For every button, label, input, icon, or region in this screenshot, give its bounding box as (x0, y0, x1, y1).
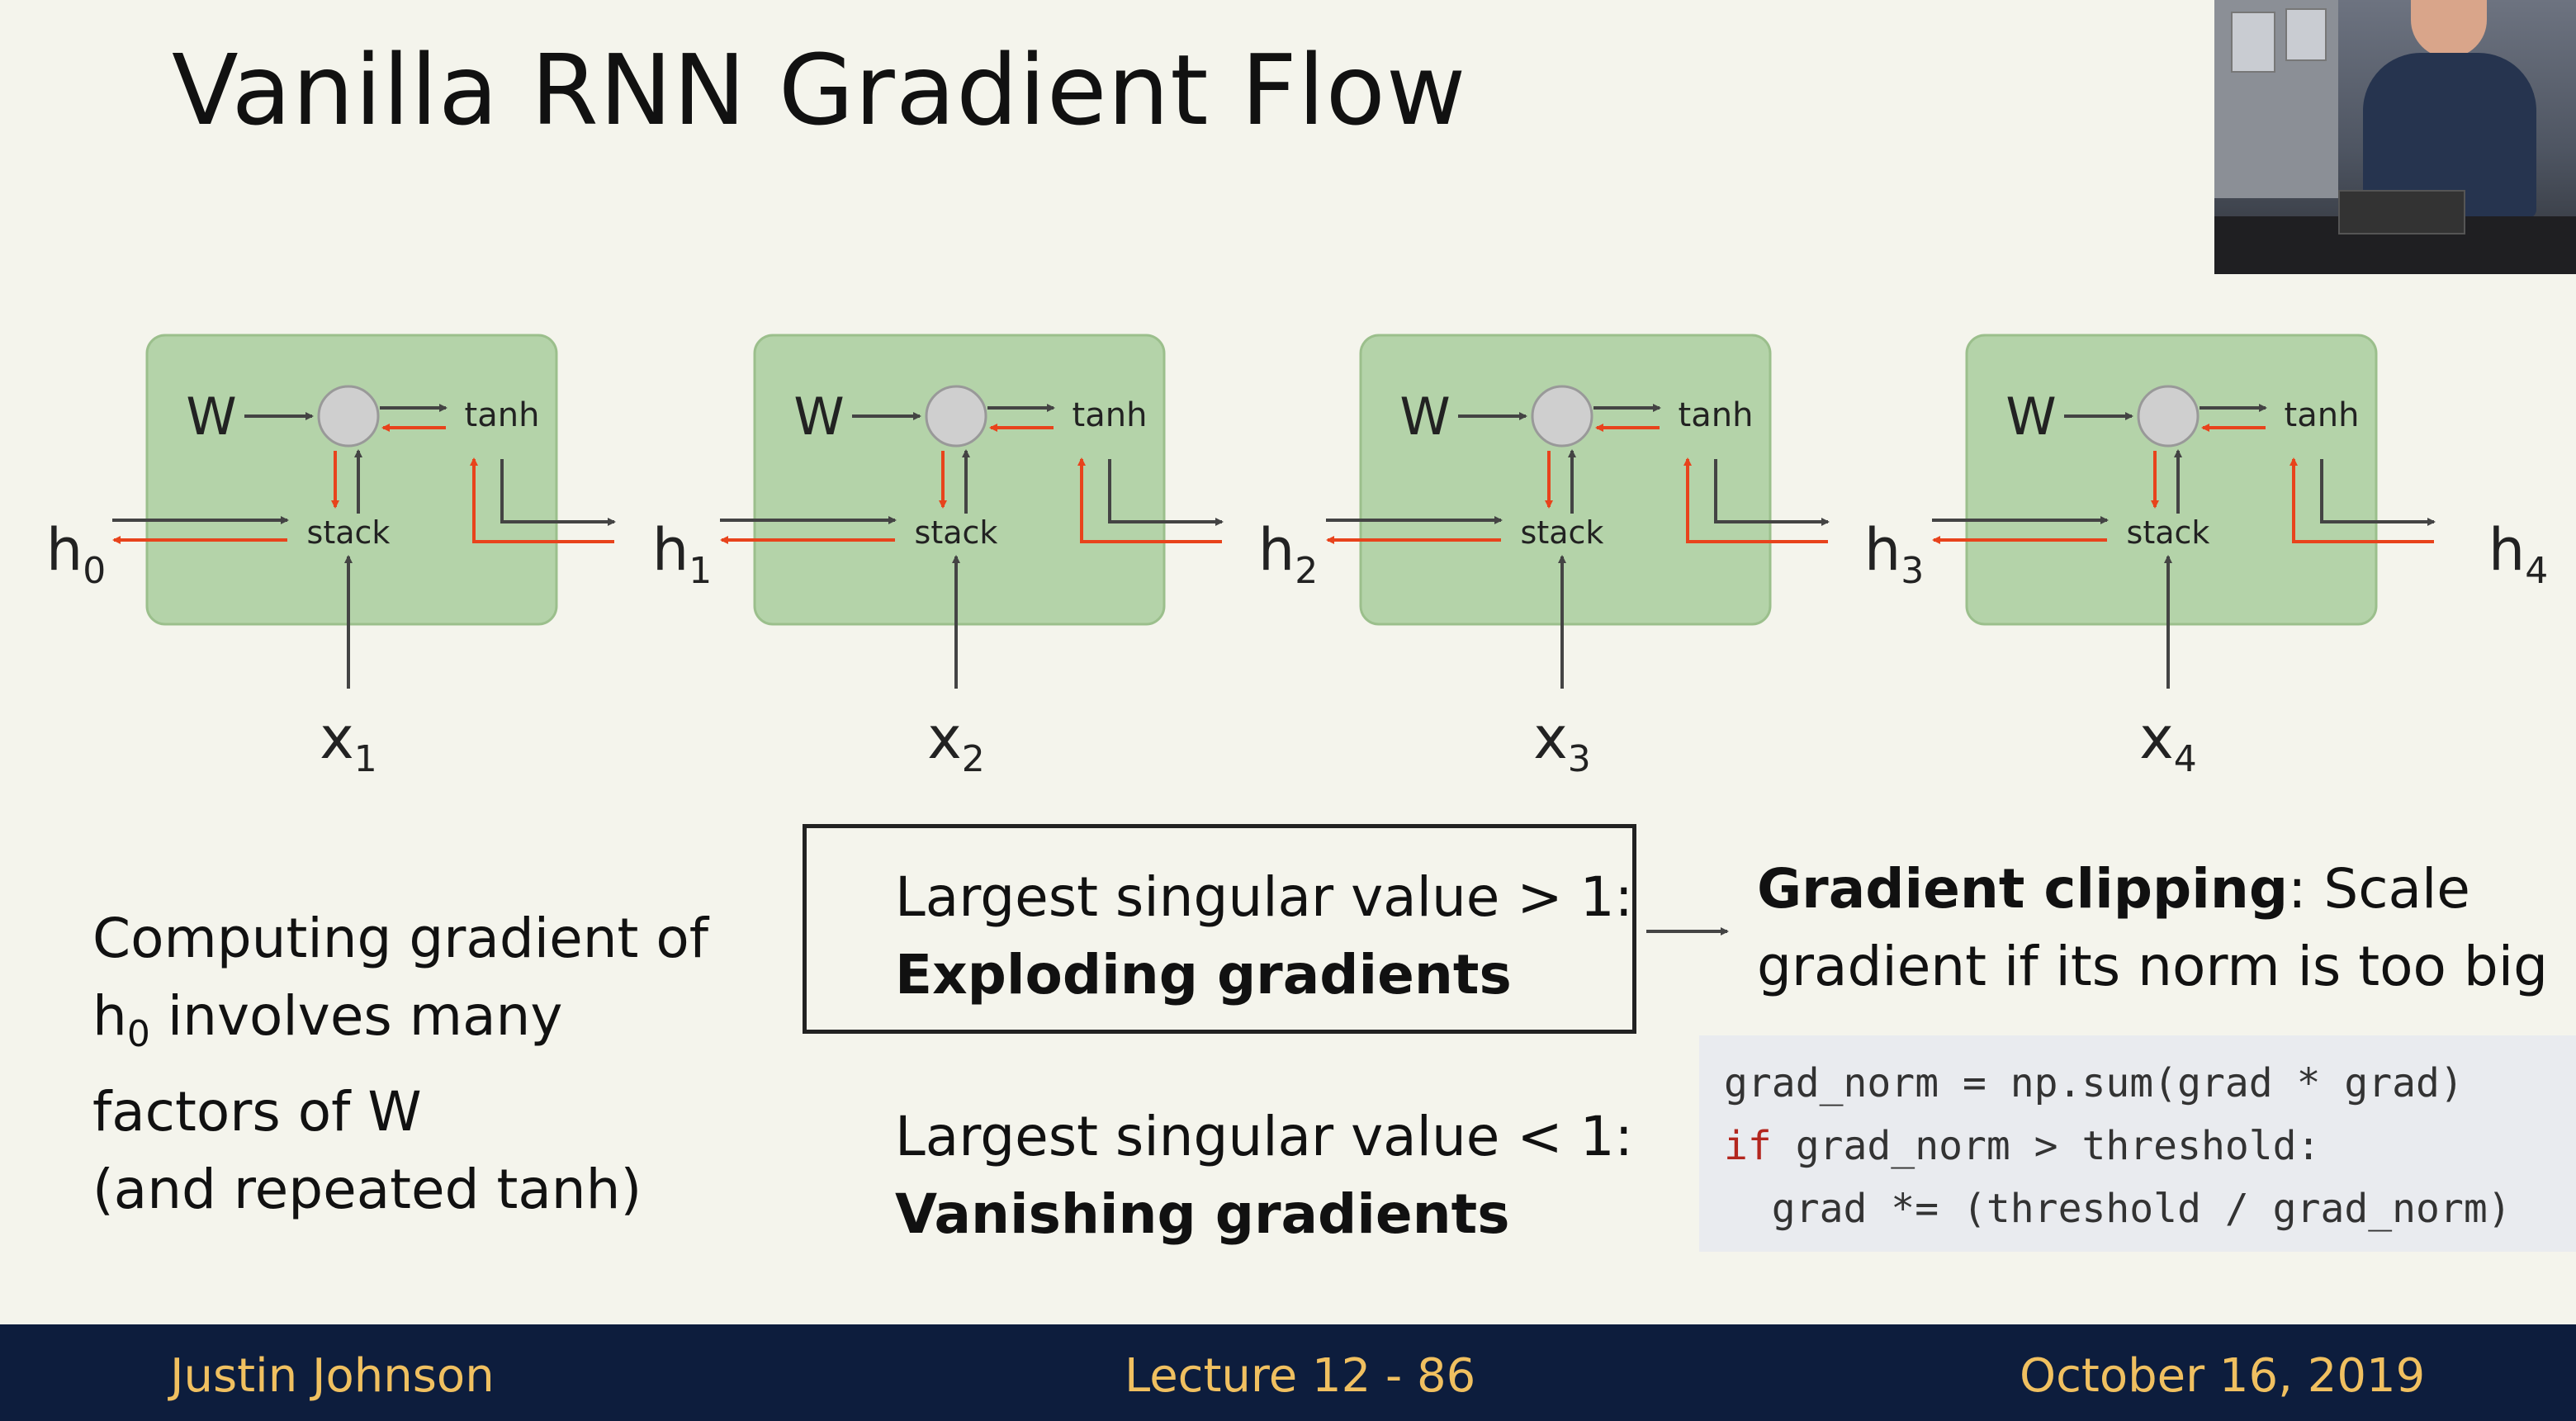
slide-title: Vanilla RNN Gradient Flow (172, 33, 1467, 147)
hidden-state-h2: h2 (1258, 516, 1318, 592)
code-line-2-rest: grad_norm > threshold: (1771, 1123, 2321, 1169)
hidden-state-h3: h3 (1864, 516, 1924, 592)
clipping-line-1-rest: : Scale (2288, 857, 2470, 921)
tanh-backward-arrow (1683, 457, 1828, 543)
explanation-line-3: factors of W (92, 1080, 422, 1144)
tanh-backward-arrow (2290, 457, 2434, 543)
presenter-webcam (2214, 0, 2576, 274)
webcam-poster (2231, 12, 2275, 73)
weight-label: W (186, 386, 236, 447)
h0-subscript: 0 (126, 1013, 150, 1056)
matmul-node (317, 385, 380, 448)
footer-date: October 16, 2019 (2020, 1349, 2426, 1403)
hidden-state-h1: h1 (652, 516, 712, 592)
explanation-line-2: h0 involves many (92, 978, 708, 1073)
stack-label: stack (1521, 514, 1604, 551)
clipping-line-1: Gradient clipping: Scale (1757, 850, 2548, 928)
input-label-x2: x2 (927, 704, 984, 776)
gradient-explanation: Computing gradient of h0 involves many f… (92, 900, 708, 1229)
explanation-line-1: Computing gradient of (92, 907, 709, 970)
stack-label: stack (2127, 514, 2210, 551)
exploding-text: Largest singular value > 1: Exploding gr… (895, 859, 1633, 1014)
hidden-state-h4: h4 (2488, 516, 2548, 592)
clipping-arrow (1646, 927, 1729, 935)
code-keyword-if: if (1724, 1123, 1772, 1169)
cell-box (1359, 334, 1772, 626)
tanh-label: tanh (465, 396, 540, 434)
weight-label: W (1399, 386, 1450, 447)
webcam-laptop (2338, 190, 2465, 234)
weight-label: W (2005, 386, 2056, 447)
webcam-poster (2285, 8, 2327, 61)
tanh-label: tanh (2285, 396, 2360, 434)
tanh-output-arrow (1108, 459, 1224, 526)
weight-label: W (793, 386, 844, 447)
cell-box (145, 334, 558, 626)
tanh-output-arrow (2320, 459, 2436, 526)
matmul-node (2137, 385, 2200, 448)
code-line-1: grad_norm = np.sum(grad * grad) (1724, 1060, 2464, 1106)
clipping-term: Gradient clipping (1757, 857, 2289, 921)
vanishing-label: Vanishing gradients (895, 1182, 1510, 1246)
exploding-label: Exploding gradients (895, 943, 1512, 1007)
vanishing-condition: Largest singular value < 1: (895, 1105, 1633, 1168)
footer-author: Justin Johnson (170, 1349, 495, 1403)
footer-bar: Justin Johnson Lecture 12 - 86 October 1… (0, 1324, 2576, 1421)
tanh-backward-arrow (470, 457, 614, 543)
explanation-line-2-rest: involves many (149, 984, 563, 1048)
stack-label: stack (307, 514, 391, 551)
tanh-label: tanh (1073, 396, 1148, 434)
cell-box (1965, 334, 2378, 626)
code-line-3: grad *= (threshold / grad_norm) (1724, 1186, 2512, 1232)
tanh-output-arrow (1714, 459, 1830, 526)
stack-label: stack (915, 514, 998, 551)
h0-symbol: h (92, 984, 127, 1048)
clipping-text: Gradient clipping: Scale gradient if its… (1757, 850, 2548, 1006)
vanishing-text: Largest singular value < 1: Vanishing gr… (895, 1098, 1633, 1253)
presenter-head (2411, 0, 2487, 58)
matmul-node (1531, 385, 1593, 448)
tanh-backward-arrow (1077, 457, 1222, 543)
input-label-x4: x4 (2139, 704, 2196, 776)
code-block: grad_norm = np.sum(grad * grad) if grad_n… (1699, 1035, 2576, 1252)
matmul-node (925, 385, 987, 448)
explanation-line-4: (and repeated tanh) (92, 1158, 642, 1222)
tanh-label: tanh (1679, 396, 1754, 434)
code-line-2: if grad_norm > threshold: (1724, 1115, 2576, 1177)
input-label-x3: x3 (1533, 704, 1590, 776)
exploding-box (803, 824, 1636, 1034)
hidden-state-h0: h0 (46, 516, 106, 592)
footer-lecture: Lecture 12 - 86 (1125, 1349, 1476, 1403)
tanh-output-arrow (500, 459, 616, 526)
clipping-line-2: gradient if its norm is too big (1757, 935, 2549, 998)
exploding-condition: Largest singular value > 1: (895, 865, 1633, 929)
input-label-x1: x1 (320, 704, 376, 776)
cell-box (753, 334, 1166, 626)
